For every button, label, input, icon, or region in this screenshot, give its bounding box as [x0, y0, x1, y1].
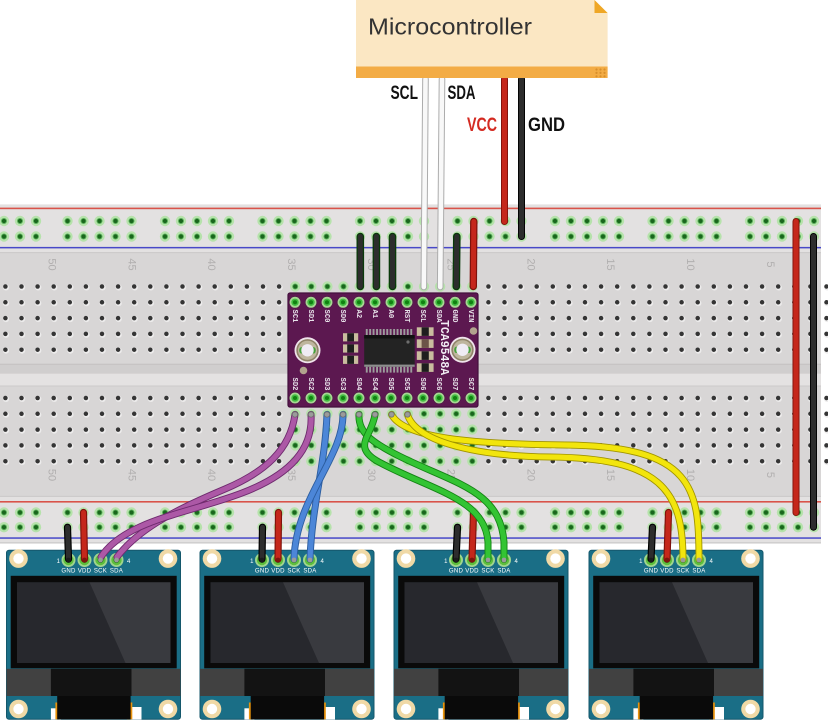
svg-text:SC5: SC5 — [402, 378, 410, 391]
svg-text:SDA: SDA — [448, 83, 476, 104]
svg-text:SCK: SCK — [481, 568, 494, 575]
svg-text:VDD: VDD — [660, 568, 674, 575]
svg-text:1: 1 — [250, 559, 254, 565]
svg-text:SDA: SDA — [303, 568, 317, 575]
svg-text:10: 10 — [684, 258, 696, 270]
svg-text:SD0: SD0 — [338, 310, 346, 323]
svg-text:4: 4 — [710, 559, 714, 565]
svg-text:35: 35 — [285, 469, 297, 481]
svg-text:10: 10 — [684, 469, 696, 481]
svg-text:SC2: SC2 — [306, 378, 314, 391]
svg-text:4: 4 — [515, 559, 519, 565]
svg-text:50: 50 — [46, 469, 58, 481]
svg-text:4: 4 — [127, 559, 131, 565]
svg-text:15: 15 — [604, 469, 616, 481]
svg-text:1: 1 — [639, 559, 643, 565]
svg-text:1: 1 — [57, 559, 61, 565]
svg-text:VIN: VIN — [466, 310, 474, 323]
svg-text:SC7: SC7 — [466, 378, 474, 391]
svg-text:SD7: SD7 — [450, 378, 458, 391]
svg-text:SD6: SD6 — [418, 378, 426, 391]
svg-text:1: 1 — [444, 559, 448, 565]
svg-text:50: 50 — [46, 258, 58, 270]
svg-text:GND: GND — [61, 568, 76, 575]
svg-text:GND: GND — [644, 568, 659, 575]
svg-text:5: 5 — [764, 261, 776, 267]
svg-text:30: 30 — [365, 469, 377, 481]
svg-text:SC6: SC6 — [434, 378, 442, 391]
svg-text:SC3: SC3 — [338, 378, 346, 391]
svg-text:5: 5 — [764, 472, 776, 478]
svg-text:15: 15 — [604, 258, 616, 270]
svg-text:SC0: SC0 — [322, 310, 330, 323]
svg-text:RST: RST — [402, 310, 410, 324]
svg-text:GND: GND — [255, 568, 270, 575]
svg-text:TCA9548A: TCA9548A — [437, 320, 450, 375]
svg-text:SD3: SD3 — [322, 378, 330, 391]
svg-text:SCL: SCL — [418, 310, 426, 323]
svg-text:SD5: SD5 — [386, 378, 394, 391]
svg-text:VDD: VDD — [271, 568, 285, 575]
svg-text:GND: GND — [450, 310, 458, 324]
svg-text:SDA: SDA — [497, 568, 511, 575]
svg-text:A2: A2 — [354, 310, 362, 319]
svg-text:GND: GND — [528, 115, 565, 136]
svg-text:SDA: SDA — [692, 568, 706, 575]
svg-text:40: 40 — [205, 469, 217, 481]
svg-text:Microcontroller: Microcontroller — [368, 14, 532, 40]
svg-text:SD1: SD1 — [306, 310, 314, 324]
svg-text:VCC: VCC — [467, 115, 497, 136]
svg-text:SCK: SCK — [287, 568, 300, 575]
svg-text:40: 40 — [205, 258, 217, 270]
svg-text:VDD: VDD — [78, 568, 92, 575]
svg-text:4: 4 — [321, 559, 325, 565]
svg-text:45: 45 — [125, 469, 137, 481]
svg-text:SD2: SD2 — [290, 378, 298, 391]
svg-text:SC1: SC1 — [290, 310, 298, 324]
svg-text:SCL: SCL — [391, 83, 419, 104]
svg-text:SDA: SDA — [110, 568, 124, 575]
svg-text:SC4: SC4 — [370, 378, 378, 392]
svg-text:VDD: VDD — [465, 568, 479, 575]
svg-text:SCK: SCK — [676, 568, 689, 575]
svg-text:SDA: SDA — [434, 310, 442, 324]
svg-text:35: 35 — [285, 258, 297, 270]
svg-text:A1: A1 — [370, 310, 378, 319]
svg-text:20: 20 — [524, 258, 536, 270]
svg-text:45: 45 — [125, 258, 137, 270]
svg-text:20: 20 — [524, 469, 536, 481]
svg-text:SCK: SCK — [94, 568, 107, 575]
svg-text:A0: A0 — [386, 310, 394, 319]
svg-text:SD4: SD4 — [354, 378, 362, 392]
svg-text:GND: GND — [449, 568, 464, 575]
